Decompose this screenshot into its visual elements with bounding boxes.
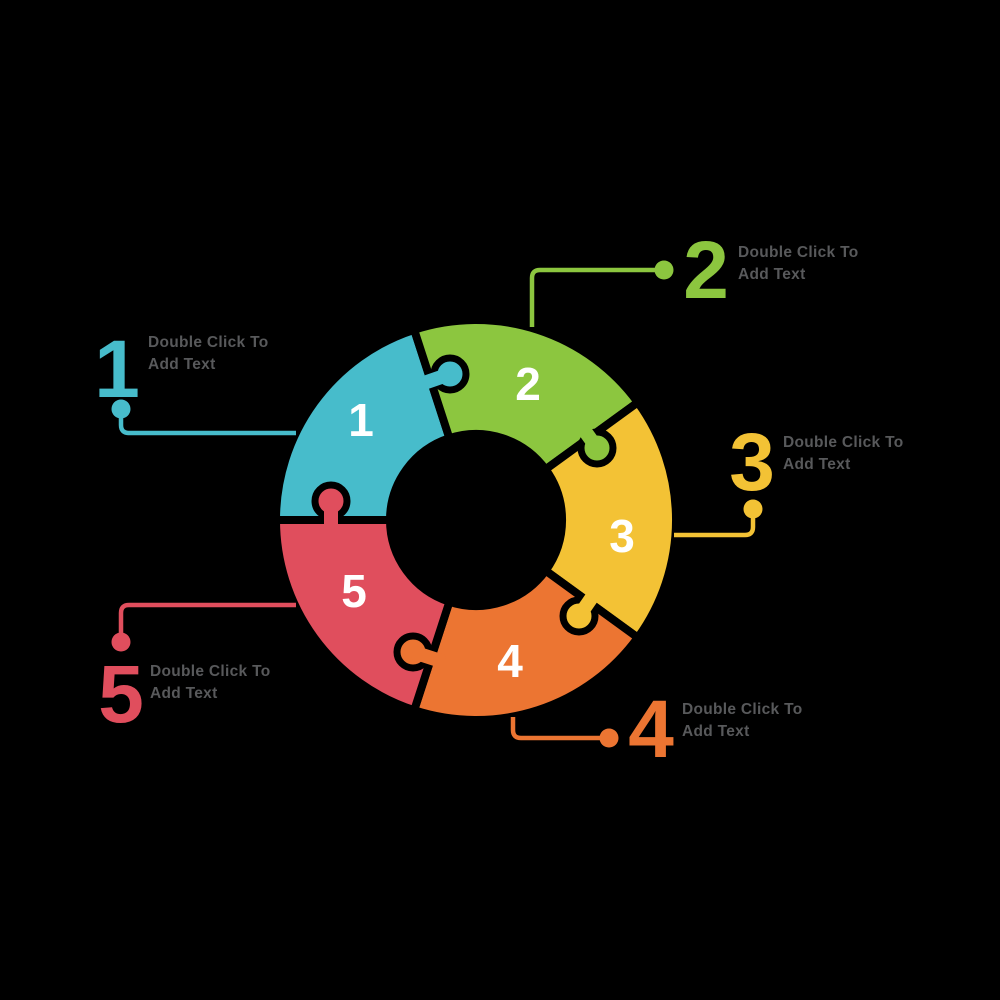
callout-placeholder-2-line2[interactable]: Add Text bbox=[738, 266, 806, 283]
piece-number-4: 4 bbox=[497, 635, 523, 687]
puzzle-knob-neck-2 bbox=[576, 422, 603, 453]
connector-dot-3 bbox=[743, 499, 763, 519]
connector-line-4 bbox=[510, 717, 609, 741]
callout-placeholder-3-line2[interactable]: Add Text bbox=[783, 456, 851, 473]
connector-dot-5 bbox=[111, 632, 131, 652]
puzzle-piece-1[interactable] bbox=[272, 325, 454, 524]
callout-placeholder-3-line1[interactable]: Double Click To bbox=[783, 434, 903, 451]
connector-line-1 bbox=[118, 409, 296, 436]
connector-dot-1 bbox=[111, 399, 131, 419]
connector-line-2 bbox=[529, 267, 664, 327]
connector-dot-4 bbox=[599, 728, 619, 748]
callout-placeholder-5-line1[interactable]: Double Click To bbox=[150, 663, 270, 680]
callout-number-2[interactable]: 2 bbox=[683, 225, 729, 316]
puzzle-piece-3[interactable] bbox=[541, 398, 681, 642]
callout-placeholder-1-line2[interactable]: Add Text bbox=[148, 356, 216, 373]
callout-placeholder-4-line2[interactable]: Add Text bbox=[682, 723, 750, 740]
callout-number-5[interactable]: 5 bbox=[98, 649, 144, 740]
piece-number-2: 2 bbox=[515, 358, 541, 410]
callout-placeholder-1-line1[interactable]: Double Click To bbox=[148, 334, 268, 351]
callout-number-4[interactable]: 4 bbox=[628, 684, 674, 775]
callout-placeholder-4-line1[interactable]: Double Click To bbox=[682, 701, 802, 718]
callout-number-1[interactable]: 1 bbox=[94, 324, 140, 415]
callout-placeholder-5-line2[interactable]: Add Text bbox=[150, 685, 218, 702]
puzzle-knob-neck-1 bbox=[421, 367, 453, 390]
callout-number-3[interactable]: 3 bbox=[729, 417, 775, 508]
piece-number-3: 3 bbox=[609, 510, 635, 562]
connector-line-5 bbox=[118, 602, 296, 642]
puzzle-knob-neck-4 bbox=[410, 645, 447, 669]
connector-line-3 bbox=[674, 509, 756, 538]
piece-number-1: 1 bbox=[348, 394, 374, 446]
callout-placeholder-2-line1[interactable]: Double Click To bbox=[738, 244, 858, 261]
puzzle-knob-neck-3 bbox=[573, 586, 603, 620]
connector-dot-2 bbox=[654, 260, 674, 280]
piece-number-5: 5 bbox=[341, 565, 367, 617]
